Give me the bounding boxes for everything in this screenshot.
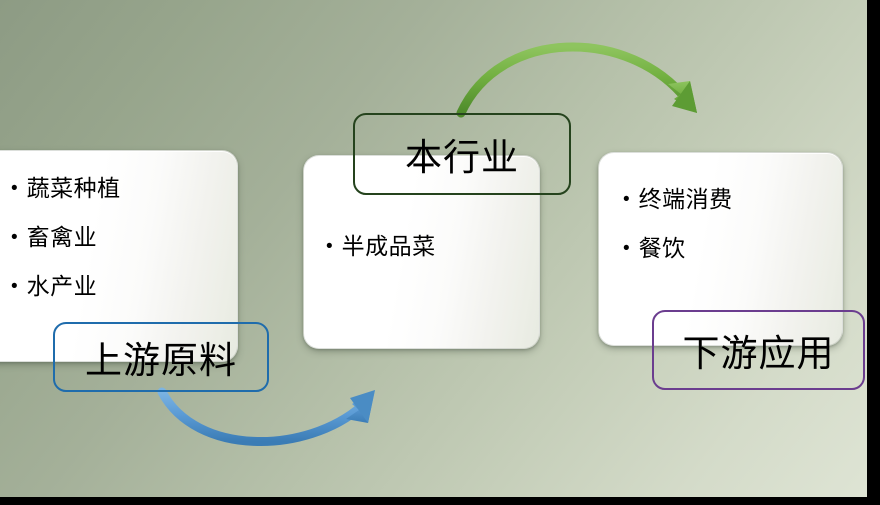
caption-label-upstream: 上游原料 — [85, 340, 237, 381]
list-item-label: 畜禽业 — [26, 224, 98, 251]
bullet-icon: • — [11, 276, 18, 298]
card-downstream-content: • 终端消费 • 餐饮 — [599, 153, 842, 284]
caption-label-industry: 本行业 — [405, 137, 519, 178]
list-item-label: 餐饮 — [638, 235, 686, 262]
list-item-label: 蔬菜种植 — [26, 175, 121, 201]
bullet-icon: • — [11, 227, 18, 249]
list-item-label: 半成品菜 — [341, 233, 436, 259]
list-item: • 水产业 — [11, 273, 227, 300]
card-industry-content: • 半成品菜 — [304, 156, 539, 282]
card-downstream: • 终端消费 • 餐饮 — [598, 152, 843, 346]
caption-label-downstream: 下游应用 — [682, 333, 835, 374]
caption-box-downstream: 下游应用 — [652, 310, 865, 390]
list-item: • 蔬菜种植 — [11, 175, 227, 202]
frame-edge-right — [867, 0, 880, 505]
card-upstream-content: • 蔬菜种植 • 畜禽业 • 水产业 — [0, 151, 237, 322]
list-item-label: 终端消费 — [638, 186, 733, 212]
caption-box-industry: 本行业 — [353, 113, 571, 195]
caption-box-upstream: 上游原料 — [53, 322, 269, 392]
list-item: • 畜禽业 — [11, 224, 227, 251]
bullet-icon: • — [623, 238, 630, 260]
list-item: • 终端消费 — [623, 186, 832, 213]
list-item-label: 水产业 — [26, 273, 98, 300]
card-upstream: • 蔬菜种植 • 畜禽业 • 水产业 — [0, 150, 238, 362]
bullet-icon: • — [11, 178, 18, 199]
card-industry: • 半成品菜 — [303, 155, 540, 349]
frame-edge-bottom — [0, 497, 880, 505]
list-item: • 餐饮 — [623, 235, 832, 262]
bullet-icon: • — [326, 236, 333, 257]
list-item: • 半成品菜 — [326, 233, 529, 260]
bullet-icon: • — [623, 189, 630, 210]
